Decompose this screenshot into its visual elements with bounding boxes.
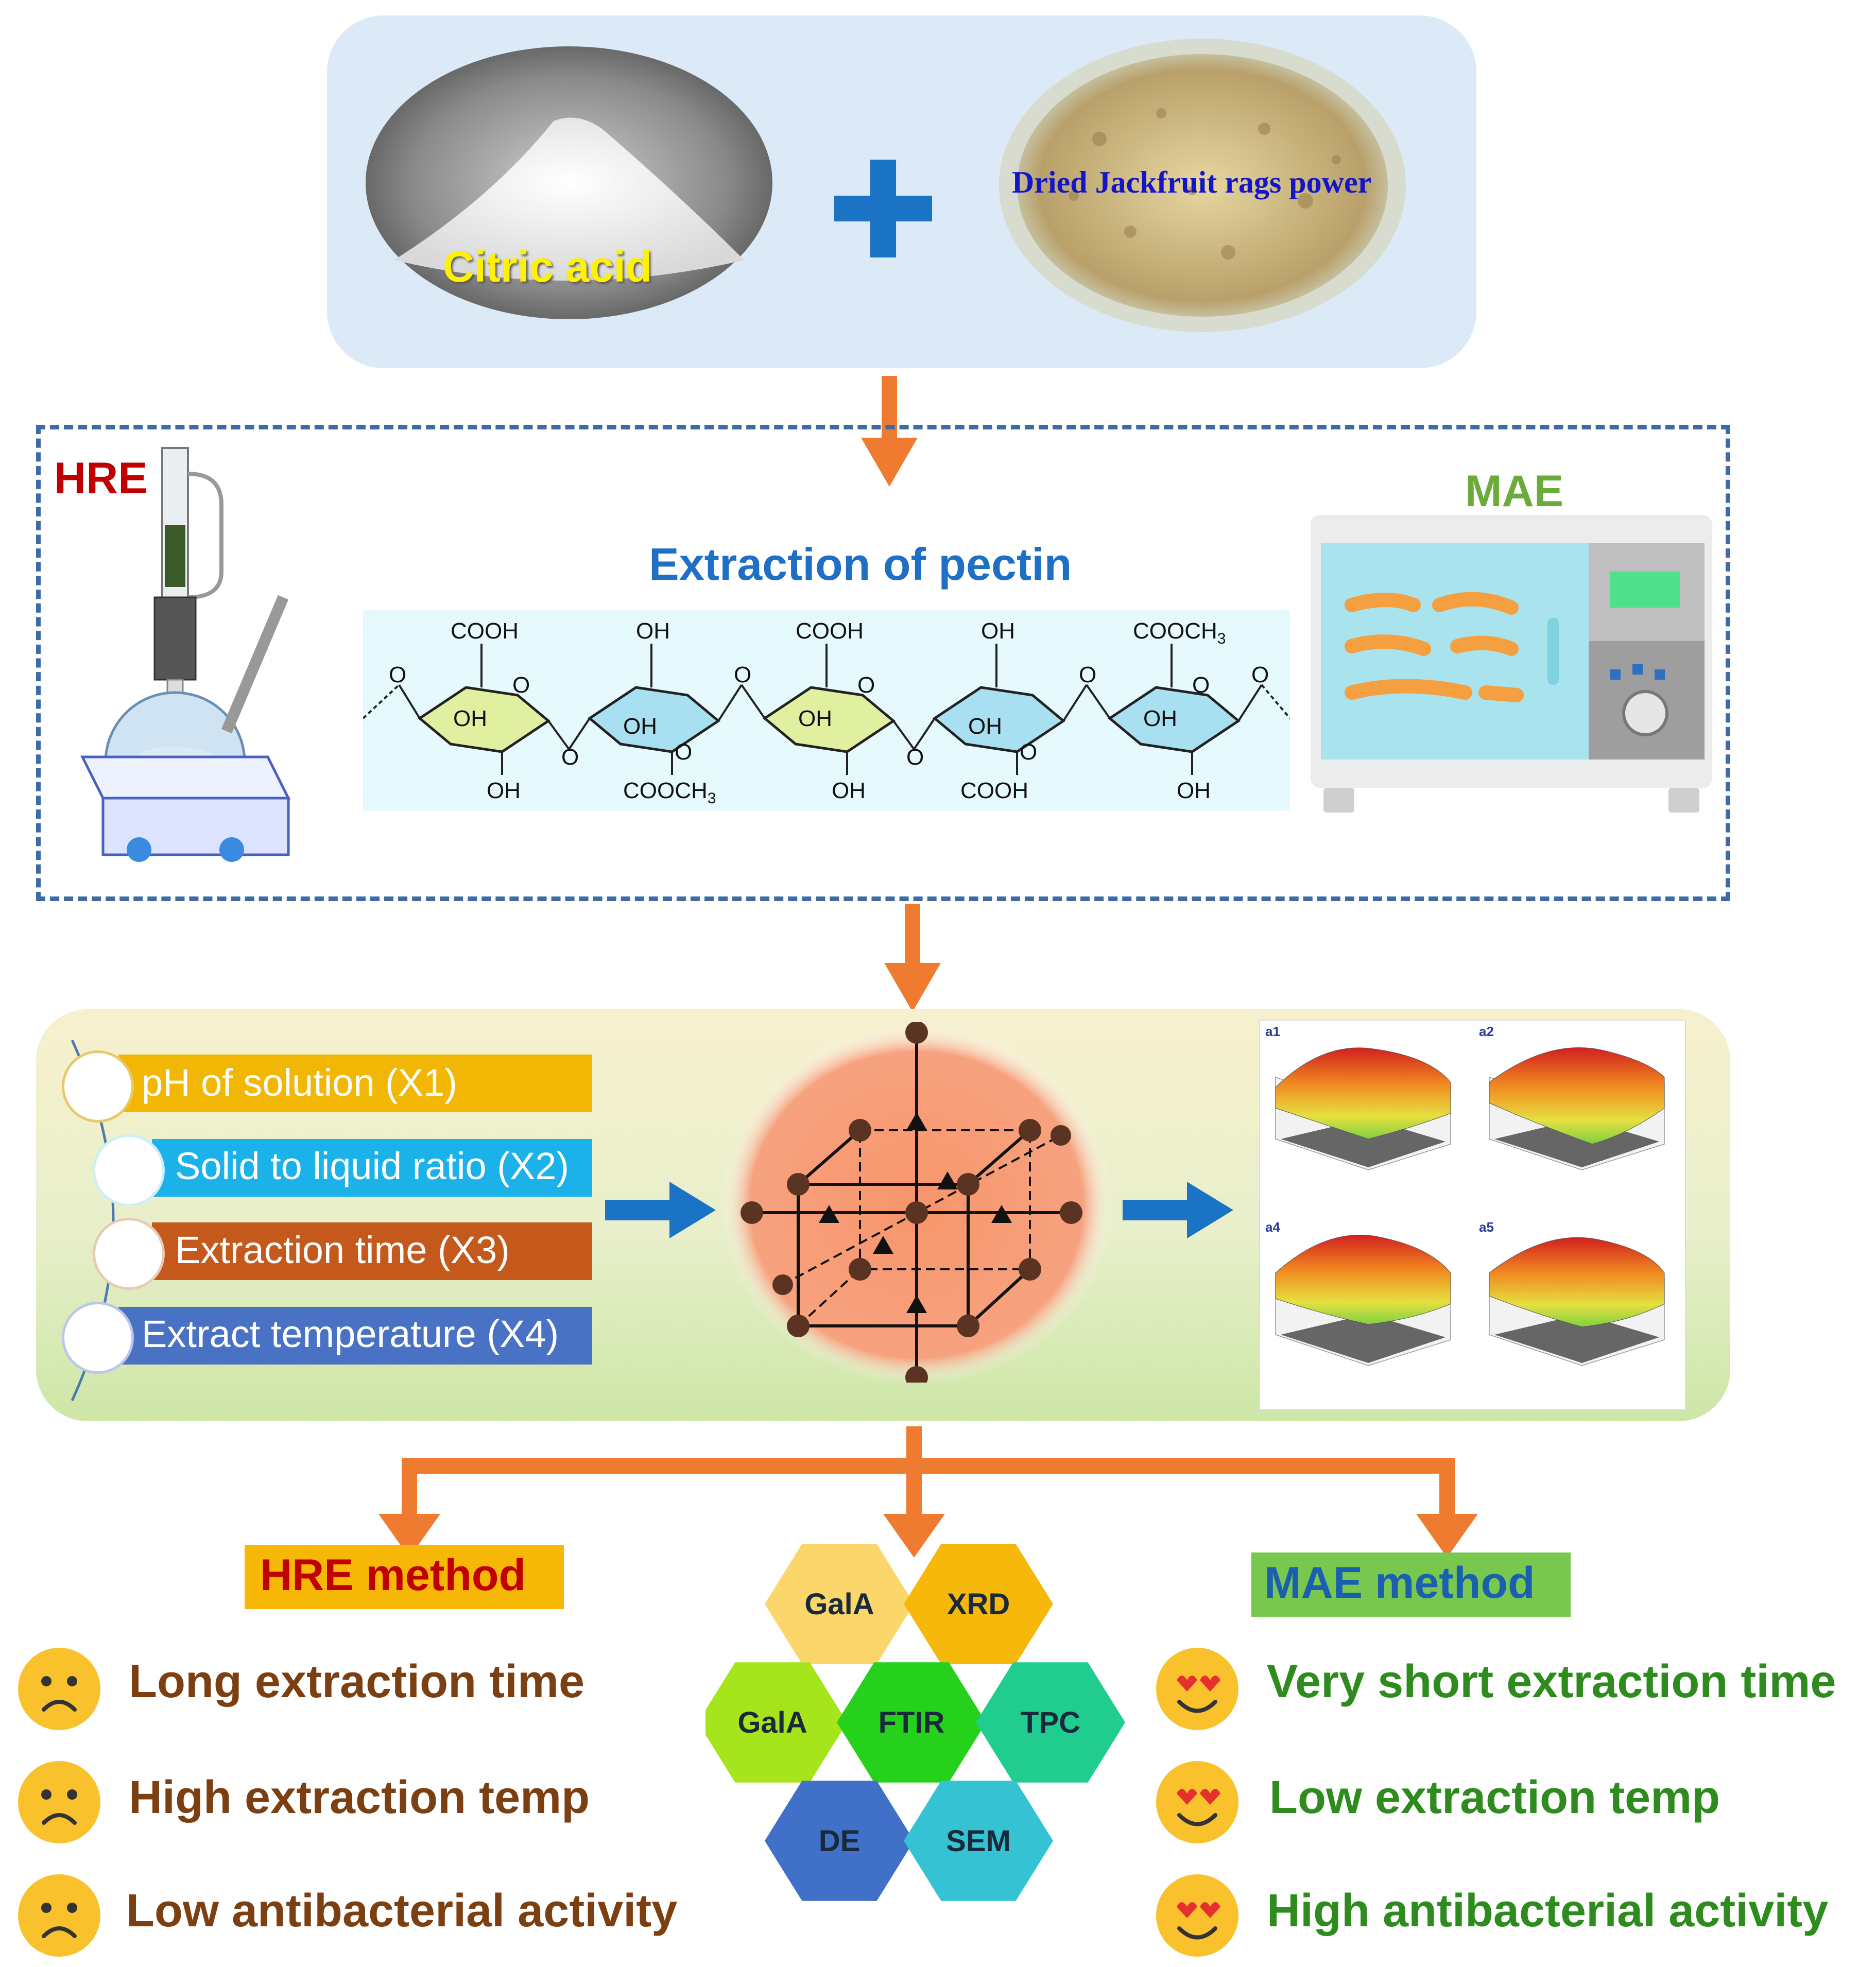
factor-label-2: Solid to liquid ratio (X2) [175, 1145, 570, 1187]
oh-ring-4: OH [968, 714, 1002, 739]
analysis-label: XRD [947, 1588, 1010, 1621]
arrow-down-1 [861, 376, 918, 487]
oh-ring-1: OH [453, 706, 487, 731]
analysis-hexagon [837, 1662, 986, 1783]
o-ring-4: O [1020, 739, 1037, 765]
hre-point-2: High extraction temp [129, 1772, 590, 1823]
oh-bottom-3: OH [1177, 778, 1211, 803]
microwave-icon [1311, 515, 1712, 813]
mae-method-label: MAE method [1264, 1558, 1535, 1608]
analysis-label: GalA [737, 1706, 807, 1739]
heart-eyes-face-icon [1156, 1648, 1238, 1730]
mae-method-box [1251, 1552, 1571, 1617]
factor-circle-3 [93, 1218, 165, 1290]
arrow-down-2 [884, 904, 941, 1012]
cooh-label-3: COOH [960, 778, 1028, 803]
extraction-panel [36, 425, 1730, 901]
cooch3-label-1: COOCH3 [1133, 618, 1226, 647]
analysis-hexagons: GalA XRD GalA FTIR TPC DE SEM [705, 1544, 1125, 1901]
sad-face-icon [18, 1648, 100, 1730]
oh-bottom-2: OH [832, 778, 866, 803]
plot-label-a5: a5 [1479, 1219, 1494, 1235]
analysis-label: SEM [946, 1824, 1011, 1858]
o-link-2: O [734, 662, 751, 687]
plot-label-a2: a2 [1479, 1024, 1494, 1039]
cooh-label-2: COOH [796, 618, 864, 644]
factor-label-1: pH of solution (X1) [142, 1061, 457, 1104]
heart-eyes-face-icon [1156, 1761, 1238, 1843]
o-link-1: O [561, 745, 579, 770]
hre-label: HRE [54, 454, 148, 503]
analysis-label: TPC [1021, 1706, 1080, 1739]
arrow-right-2 [1123, 1182, 1233, 1238]
analysis-hexagon [904, 1781, 1053, 1901]
factor-circle-2 [93, 1134, 165, 1206]
oh-ring-2: OH [623, 714, 657, 739]
o-link-5: O [1251, 662, 1269, 687]
o-link-3: O [906, 745, 924, 770]
analysis-hexagon [976, 1662, 1125, 1783]
plot-label-a4: a4 [1265, 1219, 1280, 1235]
mae-label: MAE [1465, 467, 1564, 516]
hre-method-label: HRE method [260, 1550, 526, 1600]
mae-point-1: Very short extraction time [1267, 1656, 1836, 1707]
o-link-0: O [389, 662, 406, 687]
plus-icon [834, 160, 932, 257]
jackfruit-powder-image [999, 39, 1406, 332]
arrow-right-1 [605, 1182, 716, 1238]
hre-point-3: Low antibacterial activity [126, 1885, 678, 1937]
central-composite-design [721, 1022, 1112, 1383]
o-link-4: O [1079, 662, 1096, 687]
analysis-hexagon [765, 1544, 914, 1664]
factor-bar-4 [118, 1307, 592, 1365]
cooh-label-1: COOH [451, 618, 519, 644]
oh-label-1: OH [636, 618, 670, 644]
pectin-structure: COOH OH COOH OH COOCH3 OH OH OH OH OH O … [362, 610, 1291, 811]
factor-circle-1 [62, 1050, 134, 1123]
oh-ring-3: OH [798, 706, 832, 731]
hre-method-box [245, 1545, 564, 1609]
hre-point-1: Long extraction time [129, 1656, 585, 1707]
oh-bottom-1: OH [487, 778, 521, 803]
o-ring-5: O [1192, 672, 1210, 698]
citric-acid-label: Citric acid [443, 243, 652, 291]
sad-face-icon [18, 1874, 100, 1957]
sad-face-icon [18, 1761, 100, 1843]
citric-acid-image [366, 46, 772, 319]
hre-apparatus-image [80, 447, 291, 862]
factor-label-3: Extraction time (X3) [175, 1229, 510, 1271]
oh-ring-5: OH [1143, 706, 1177, 731]
cooch3-label-2: COOCH3 [623, 778, 716, 807]
mae-point-3: High antibacterial activity [1267, 1885, 1829, 1937]
extraction-title: Extraction of pectin [649, 539, 1072, 590]
analysis-hexagon [904, 1544, 1053, 1664]
heart-eyes-face-icon [1156, 1874, 1238, 1957]
analysis-label: FTIR [879, 1706, 945, 1739]
plot-label-a1: a1 [1265, 1024, 1280, 1039]
jackfruit-label: Dried Jackfruit rags power [1012, 165, 1372, 199]
factor-label-4: Extract temperature (X4) [142, 1313, 559, 1355]
factor-bar-2 [152, 1139, 592, 1197]
analysis-label: GalA [804, 1588, 874, 1621]
factor-bar-3 [152, 1222, 592, 1280]
oh-label-2: OH [981, 618, 1015, 644]
analysis-hexagon [705, 1662, 847, 1783]
o-ring-2: O [675, 739, 692, 765]
o-ring-3: O [857, 672, 875, 698]
factor-bar-1 [118, 1055, 592, 1112]
branch-arrows [378, 1426, 1478, 1558]
response-surface-plots: a1 a2 a4 a5 [1259, 1020, 1686, 1410]
factor-circle-4 [62, 1302, 134, 1374]
mae-point-2: Low extraction temp [1269, 1772, 1720, 1823]
analysis-label: DE [819, 1824, 860, 1858]
analysis-hexagon [765, 1781, 914, 1901]
o-ring-1: O [512, 672, 530, 698]
